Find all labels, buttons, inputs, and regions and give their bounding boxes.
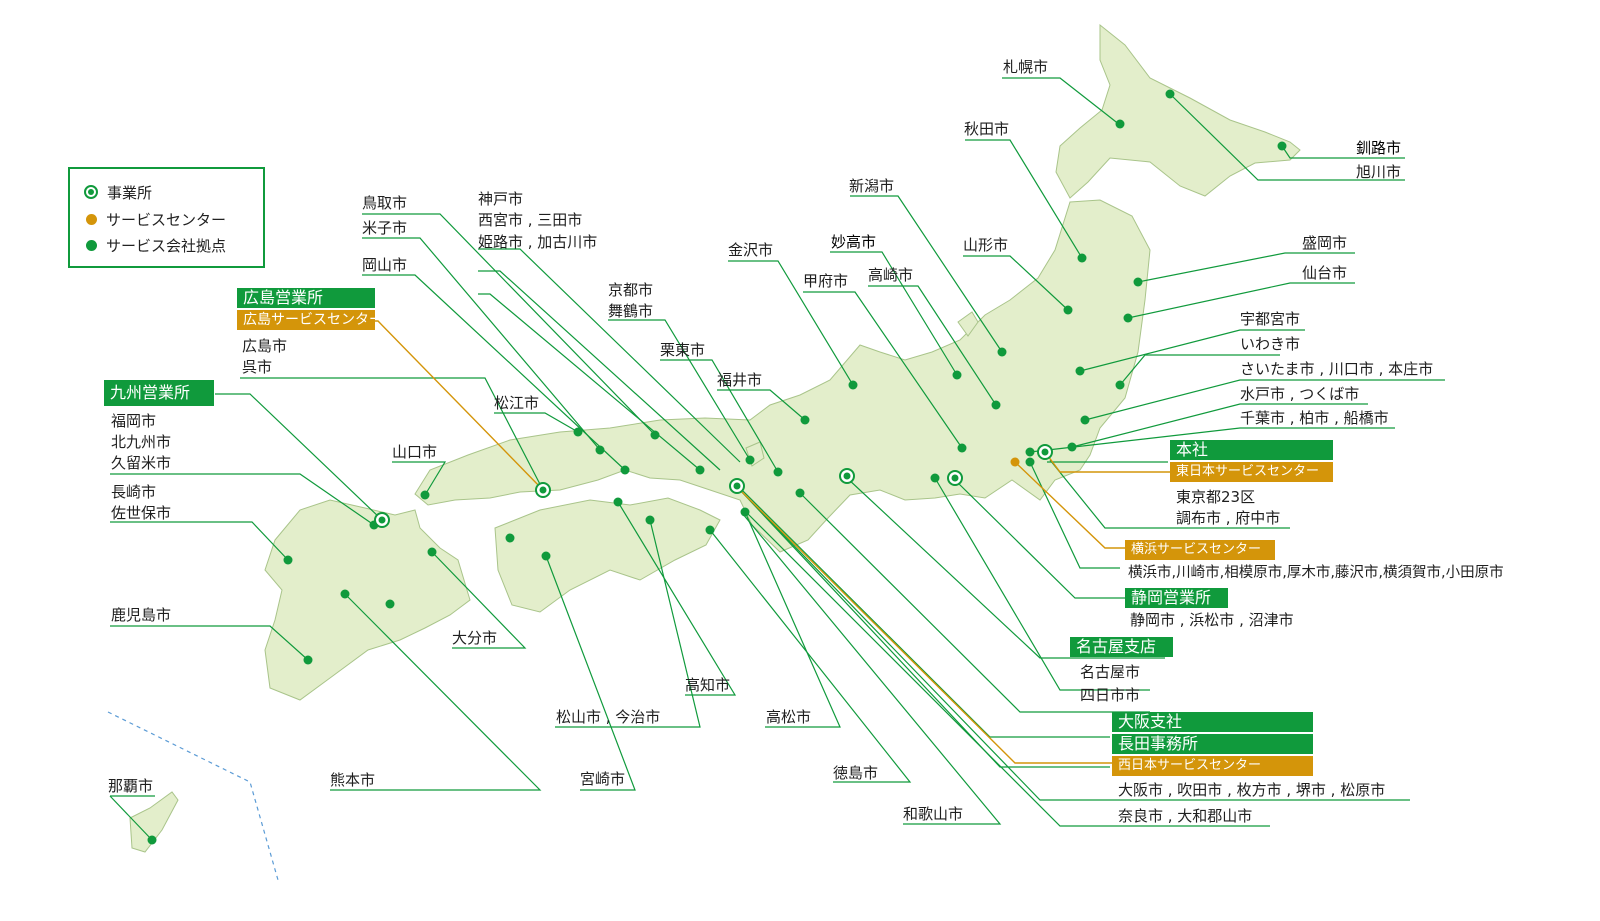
label-kumamoto: 熊本市 — [330, 771, 376, 789]
label-tokushima: 徳島市 — [833, 764, 879, 782]
label-kushiro: 釧路市 — [1356, 139, 1402, 157]
label-kofu: 甲府市 — [803, 272, 849, 290]
label-hq: 本社 — [1170, 440, 1333, 460]
label-kitakyushu: 北九州市 — [111, 433, 172, 451]
service-company-marker-icon — [86, 239, 97, 251]
label-wakayama: 和歌山市 — [903, 805, 964, 823]
label-miyazaki: 宮崎市 — [580, 770, 626, 788]
service-center-marker-icon — [86, 213, 97, 225]
label-niigata: 新潟市 — [849, 177, 895, 195]
label-saitama: さいたま市 , 川口市 , 本庄市 — [1240, 360, 1434, 378]
label-maizuru: 舞鶴市 — [608, 302, 654, 320]
legend-service-center: サービスセンター — [84, 209, 226, 229]
label-kanazawa: 金沢市 — [728, 241, 774, 259]
label-nagasaki: 長崎市 — [111, 483, 157, 501]
label-yokkaichi: 四日市市 — [1080, 686, 1141, 704]
honshu-island — [414, 199, 1151, 553]
label-fukui: 福井市 — [717, 371, 763, 389]
label-west-service-center: 西日本サービスセンター — [1112, 756, 1313, 776]
label-yamagata: 山形市 — [963, 236, 1009, 254]
label-mito: 水戸市 , つくば市 — [1240, 385, 1360, 403]
legend-service-company: サービス会社拠点 — [84, 235, 226, 255]
label-nagata-office: 長田事務所 — [1112, 734, 1313, 754]
label-osaka-branch: 大阪支社 — [1112, 712, 1313, 732]
label-kobe: 神戸市 — [478, 190, 524, 208]
label-oita: 大分市 — [452, 629, 498, 647]
label-morioka: 盛岡市 — [1302, 234, 1348, 252]
label-chiba: 千葉市 , 柏市 , 船橋市 — [1240, 409, 1389, 427]
sea-boundary — [107, 711, 279, 881]
label-akita: 秋田市 — [964, 120, 1010, 138]
label-sendai: 仙台市 — [1302, 264, 1348, 282]
label-utsunomiya: 宇都宮市 — [1240, 310, 1301, 328]
legend: 事業所 サービスセンター サービス会社拠点 — [68, 167, 265, 268]
label-iwaki: いわき市 — [1240, 335, 1301, 353]
label-kure: 呉市 — [242, 358, 273, 376]
service-center-dot — [1010, 457, 1020, 467]
label-nara-cities: 奈良市 , 大和郡山市 — [1118, 807, 1253, 825]
label-myoko: 妙高市 — [831, 233, 877, 251]
legend-service-center-label: サービスセンター — [106, 210, 227, 229]
label-sapporo: 札幌市 — [1003, 58, 1049, 76]
label-naha: 那覇市 — [108, 777, 154, 795]
label-shizuoka-office: 静岡営業所 — [1125, 588, 1228, 608]
label-okayama: 岡山市 — [362, 256, 408, 274]
label-kyoto: 京都市 — [608, 281, 654, 299]
label-nishinomiya: 西宮市 , 三田市 — [478, 211, 583, 229]
okinawa-island — [129, 791, 179, 853]
label-yonago: 米子市 — [362, 219, 408, 237]
label-osaka-cities: 大阪市 , 吹田市 , 枚方市 , 堺市 , 松原市 — [1118, 781, 1386, 799]
legend-office: 事業所 — [84, 182, 152, 202]
shikoku-island — [494, 497, 721, 613]
label-kagoshima: 鹿児島市 — [111, 606, 172, 624]
label-shizuoka-cities: 静岡市 , 浜松市 , 沼津市 — [1130, 611, 1294, 629]
label-hiroshima: 広島市 — [242, 337, 288, 355]
service-company-bases — [147, 89, 1287, 845]
label-nagoya: 名古屋市 — [1080, 663, 1141, 681]
legend-service-company-label: サービス会社拠点 — [106, 236, 227, 255]
label-sasebo: 佐世保市 — [111, 504, 172, 522]
office-marker-icon — [84, 185, 98, 199]
label-matsuyama: 松山市 , 今治市 — [556, 708, 661, 726]
hokkaido-island — [1055, 23, 1301, 199]
label-asahikawa: 旭川市 — [1356, 163, 1402, 181]
label-himeji: 姫路市 , 加古川市 — [478, 233, 598, 251]
label-tokyo23: 東京都23区 — [1176, 488, 1256, 506]
label-kochi: 高知市 — [685, 676, 731, 694]
label-hiroshima-service-center: 広島サービスセンター — [237, 310, 383, 330]
office-centers — [378, 448, 1049, 524]
label-ritto: 栗東市 — [660, 341, 706, 359]
label-yokohama-service-center: 横浜サービスセンター — [1125, 540, 1275, 560]
label-takasaki: 高崎市 — [868, 266, 914, 284]
label-kurume: 久留米市 — [111, 454, 172, 472]
leader-lines — [109, 77, 1445, 841]
label-tottori: 鳥取市 — [362, 194, 408, 212]
label-chofu: 調布市 , 府中市 — [1176, 509, 1281, 527]
sado-island — [957, 311, 979, 337]
label-east-service-center: 東日本サービスセンター — [1170, 462, 1333, 482]
label-fukuoka: 福岡市 — [111, 412, 157, 430]
legend-office-label: 事業所 — [107, 183, 153, 202]
label-nagoya-branch: 名古屋支店 — [1070, 637, 1173, 657]
offices — [374, 444, 1053, 528]
label-hiroshima-office: 広島営業所 — [237, 288, 375, 308]
label-yamaguchi: 山口市 — [392, 443, 438, 461]
label-takamatsu: 高松市 — [766, 708, 812, 726]
label-matsue: 松江市 — [494, 394, 540, 412]
label-yokohama-cities: 横浜市,川崎市,相模原市,厚木市,藤沢市,横須賀市,小田原市 — [1128, 565, 1504, 581]
label-kyushu-office: 九州営業所 — [104, 380, 214, 406]
kyushu-island — [264, 499, 471, 701]
land-masses — [129, 23, 1301, 853]
